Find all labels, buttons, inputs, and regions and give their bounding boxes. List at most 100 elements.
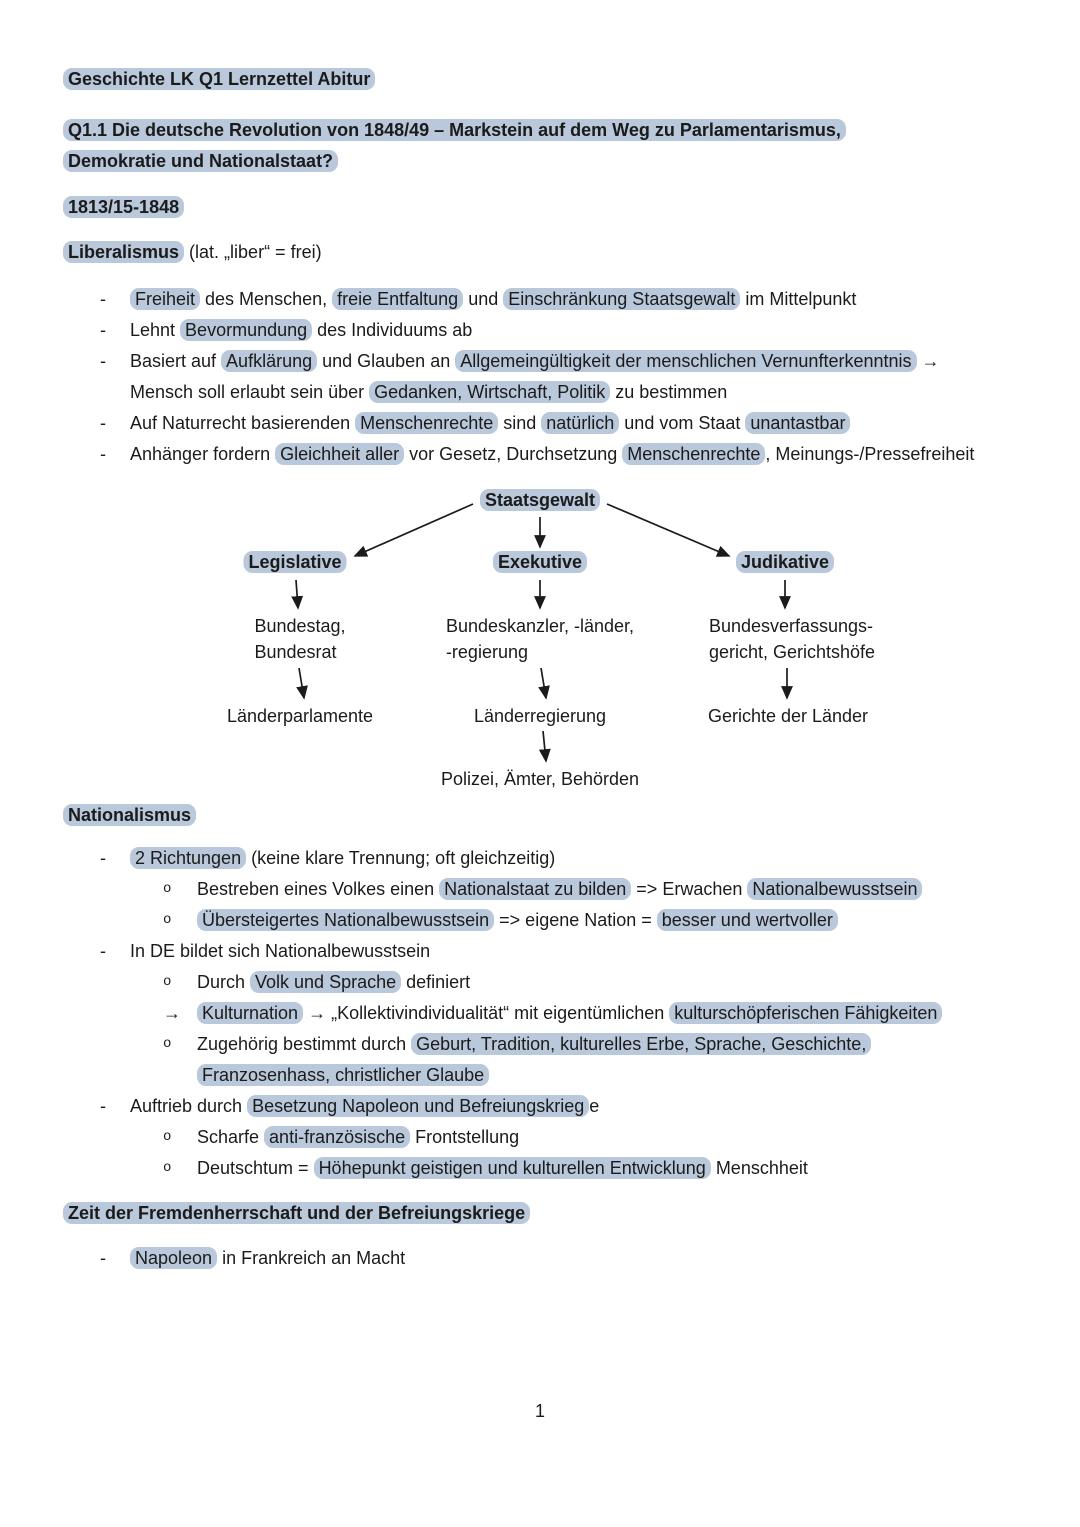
highlighted-text: Höhepunkt geistigen und kulturellen Entw…: [313, 1157, 711, 1179]
text-run: Zugehörig bestimmt durch: [197, 1034, 412, 1054]
list-item-text: Bestreben eines Volkes einen Nationalsta…: [197, 874, 923, 905]
highlighted-text: Napoleon: [130, 1247, 218, 1269]
list-item-text: Zugehörig bestimmt durch Geburt, Traditi…: [197, 1029, 945, 1091]
text-run: Lehnt: [130, 320, 181, 340]
text-run: Auf Naturrecht basierenden: [130, 413, 356, 433]
chapter-heading-text-2: Demokratie und Nationalstaat?: [63, 150, 339, 172]
diagram-node-staatsgewalt-text: Staatsgewalt: [479, 489, 601, 511]
diagram-text-judikative-organs: Bundesverfassungs- gericht, Gerichtshöfe: [708, 616, 876, 662]
list-item-text: Kulturnation → „Kollektivindividualität“…: [197, 998, 943, 1029]
dash-bullet: -: [100, 289, 106, 309]
diagram-text-legislative-organs: Bundestag, Bundesrat: [254, 616, 346, 662]
text-run: und vom Staat: [619, 413, 746, 433]
highlighted-text: Nationalbewusstsein: [747, 878, 923, 900]
text-run: Frontstellung: [410, 1127, 520, 1147]
list-item-text: Scharfe anti-französische Frontstellung: [197, 1122, 519, 1153]
diagram-text-laenderparlamente: Länderparlamente: [226, 706, 374, 726]
text-run: Mensch soll erlaubt sein über: [130, 382, 370, 402]
text-run: des Menschen,: [200, 289, 333, 309]
diagram-text-gerichte-der-laender: Gerichte der Länder: [707, 706, 869, 726]
arrow-bullet-icon: →: [163, 1003, 181, 1023]
highlighted-text: kulturschöpferischen Fähigkeiten: [669, 1002, 943, 1024]
arrow-legislative-level2: [296, 667, 308, 700]
text-run: => Erwachen: [631, 879, 748, 899]
text-run: Durch: [197, 972, 251, 992]
highlighted-text: 2 Richtungen: [130, 847, 247, 869]
text-run: Deutschtum =: [197, 1158, 314, 1178]
list-item: - Auftrieb durch Besetzung Napoleon und …: [63, 1091, 1017, 1122]
circle-bullet: o: [163, 1036, 172, 1052]
circle-bullet: o: [163, 974, 172, 990]
list-item-text: Basiert auf Aufklärung und Glauben an Al…: [130, 346, 975, 408]
highlighted-text: Menschenrechte: [622, 443, 766, 465]
text-run: →: [308, 1003, 327, 1023]
doc-title: Geschichte LK Q1 Lernzettel Abitur: [63, 64, 1017, 95]
dash-bullet: -: [100, 320, 106, 340]
dash-bullet: -: [100, 1248, 106, 1268]
diagram-node-staatsgewalt: Staatsgewalt: [479, 487, 601, 513]
list-item: - 2 Richtungen (keine klare Trennung; of…: [63, 843, 1017, 874]
text-run: (keine klare Trennung; oft gleichzeitig): [246, 848, 556, 868]
chapter-heading-line-1: Q1.1 Die deutsche Revolution von 1848/49…: [63, 115, 1017, 146]
highlighted-text: Freiheit: [130, 288, 201, 310]
highlighted-text: besser und wertvoller: [656, 909, 838, 931]
list-item-text: Lehnt Bevormundung des Individuums ab: [130, 315, 472, 346]
text-run: definiert: [401, 972, 471, 992]
arrow-legislative-level1: [291, 579, 304, 610]
chapter-heading-text-1: Q1.1 Die deutsche Revolution von 1848/49…: [63, 119, 846, 141]
highlighted-text: natürlich: [541, 412, 620, 434]
text-run: Anhänger fordern: [130, 444, 276, 464]
list-item-text: In DE bildet sich Nationalbewusstsein: [130, 936, 430, 967]
highlighted-text: Nationalstaat zu bilden: [439, 878, 632, 900]
list-item-text: 2 Richtungen (keine klare Trennung; oft …: [130, 843, 555, 874]
list-item-text: Freiheit des Menschen, freie Entfaltung …: [130, 284, 856, 315]
fremdherrschaft-list: - Napoleon in Frankreich an Macht: [63, 1243, 1017, 1274]
circle-bullet: o: [163, 881, 172, 897]
diagram-node-legislative: Legislative: [243, 549, 347, 575]
circle-bullet: o: [163, 912, 172, 928]
fremdherrschaft-heading-text: Zeit der Fremdenherrschaft und der Befre…: [63, 1202, 531, 1224]
list-item: o Zugehörig bestimmt durch Geburt, Tradi…: [63, 1029, 1017, 1091]
doc-title-text: Geschichte LK Q1 Lernzettel Abitur: [63, 68, 376, 90]
list-item: - In DE bildet sich Nationalbewusstsein: [63, 936, 1017, 967]
liberalismus-term-suffix: (lat. „liber“ = frei): [184, 242, 322, 262]
dash-bullet: -: [100, 848, 106, 868]
list-item: - Napoleon in Frankreich an Macht: [63, 1243, 1017, 1274]
text-run: Bestreben eines Volkes einen: [197, 879, 440, 899]
text-run: Menschheit: [710, 1158, 808, 1178]
staatsgewalt-diagram: Staatsgewalt Legislative Exekutive Judik…: [63, 470, 1017, 800]
highlighted-text: Übersteigertes Nationalbewusstsein: [197, 909, 495, 931]
list-item: - Basiert auf Aufklärung und Glauben an …: [63, 346, 1017, 408]
list-item-text: Durch Volk und Sprache definiert: [197, 967, 470, 998]
text-run: zu bestimmen: [610, 382, 728, 402]
list-item: o Deutschtum = Höhepunkt geistigen und k…: [63, 1153, 1017, 1184]
highlighted-text: Menschenrechte: [355, 412, 499, 434]
list-item: - Lehnt Bevormundung des Individuums ab: [63, 315, 1017, 346]
liberalismus-list: - Freiheit des Menschen, freie Entfaltun…: [63, 284, 1017, 470]
list-item-text: Deutschtum = Höhepunkt geistigen und kul…: [197, 1153, 808, 1184]
list-item: - Auf Naturrecht basierenden Menschenrec…: [63, 408, 1017, 439]
text-run: Scharfe: [197, 1127, 265, 1147]
circle-bullet: o: [163, 1129, 172, 1145]
text-run: und: [463, 289, 504, 309]
nationalismus-heading-text: Nationalismus: [63, 804, 197, 826]
arrow-root-judikative: [606, 503, 731, 557]
diagram-node-exekutive: Exekutive: [492, 549, 588, 575]
list-item-text: Auftrieb durch Besetzung Napoleon und Be…: [130, 1091, 599, 1122]
text-run: des Individuums ab: [312, 320, 473, 340]
list-item: - Anhänger fordern Gleichheit aller vor …: [63, 439, 1017, 470]
text-run: →: [921, 351, 940, 371]
diagram-arrows: [291, 503, 793, 763]
liberalismus-heading: Liberalismus (lat. „liber“ = frei): [63, 237, 1017, 268]
list-item: - Freiheit des Menschen, freie Entfaltun…: [63, 284, 1017, 315]
highlighted-text: Allgemeingültigkeit der menschlichen Ver…: [455, 350, 917, 372]
dash-bullet: -: [100, 413, 106, 433]
text-run: im Mittelpunkt: [740, 289, 857, 309]
liberalismus-term: Liberalismus: [63, 241, 185, 263]
text-run: Basiert auf: [130, 351, 222, 371]
page-number: 1: [534, 1401, 545, 1421]
diagram-node-exekutive-text: Exekutive: [492, 551, 588, 573]
dash-bullet: -: [100, 1096, 106, 1116]
text-run: , Meinungs-/Pressefreiheit: [765, 444, 975, 464]
